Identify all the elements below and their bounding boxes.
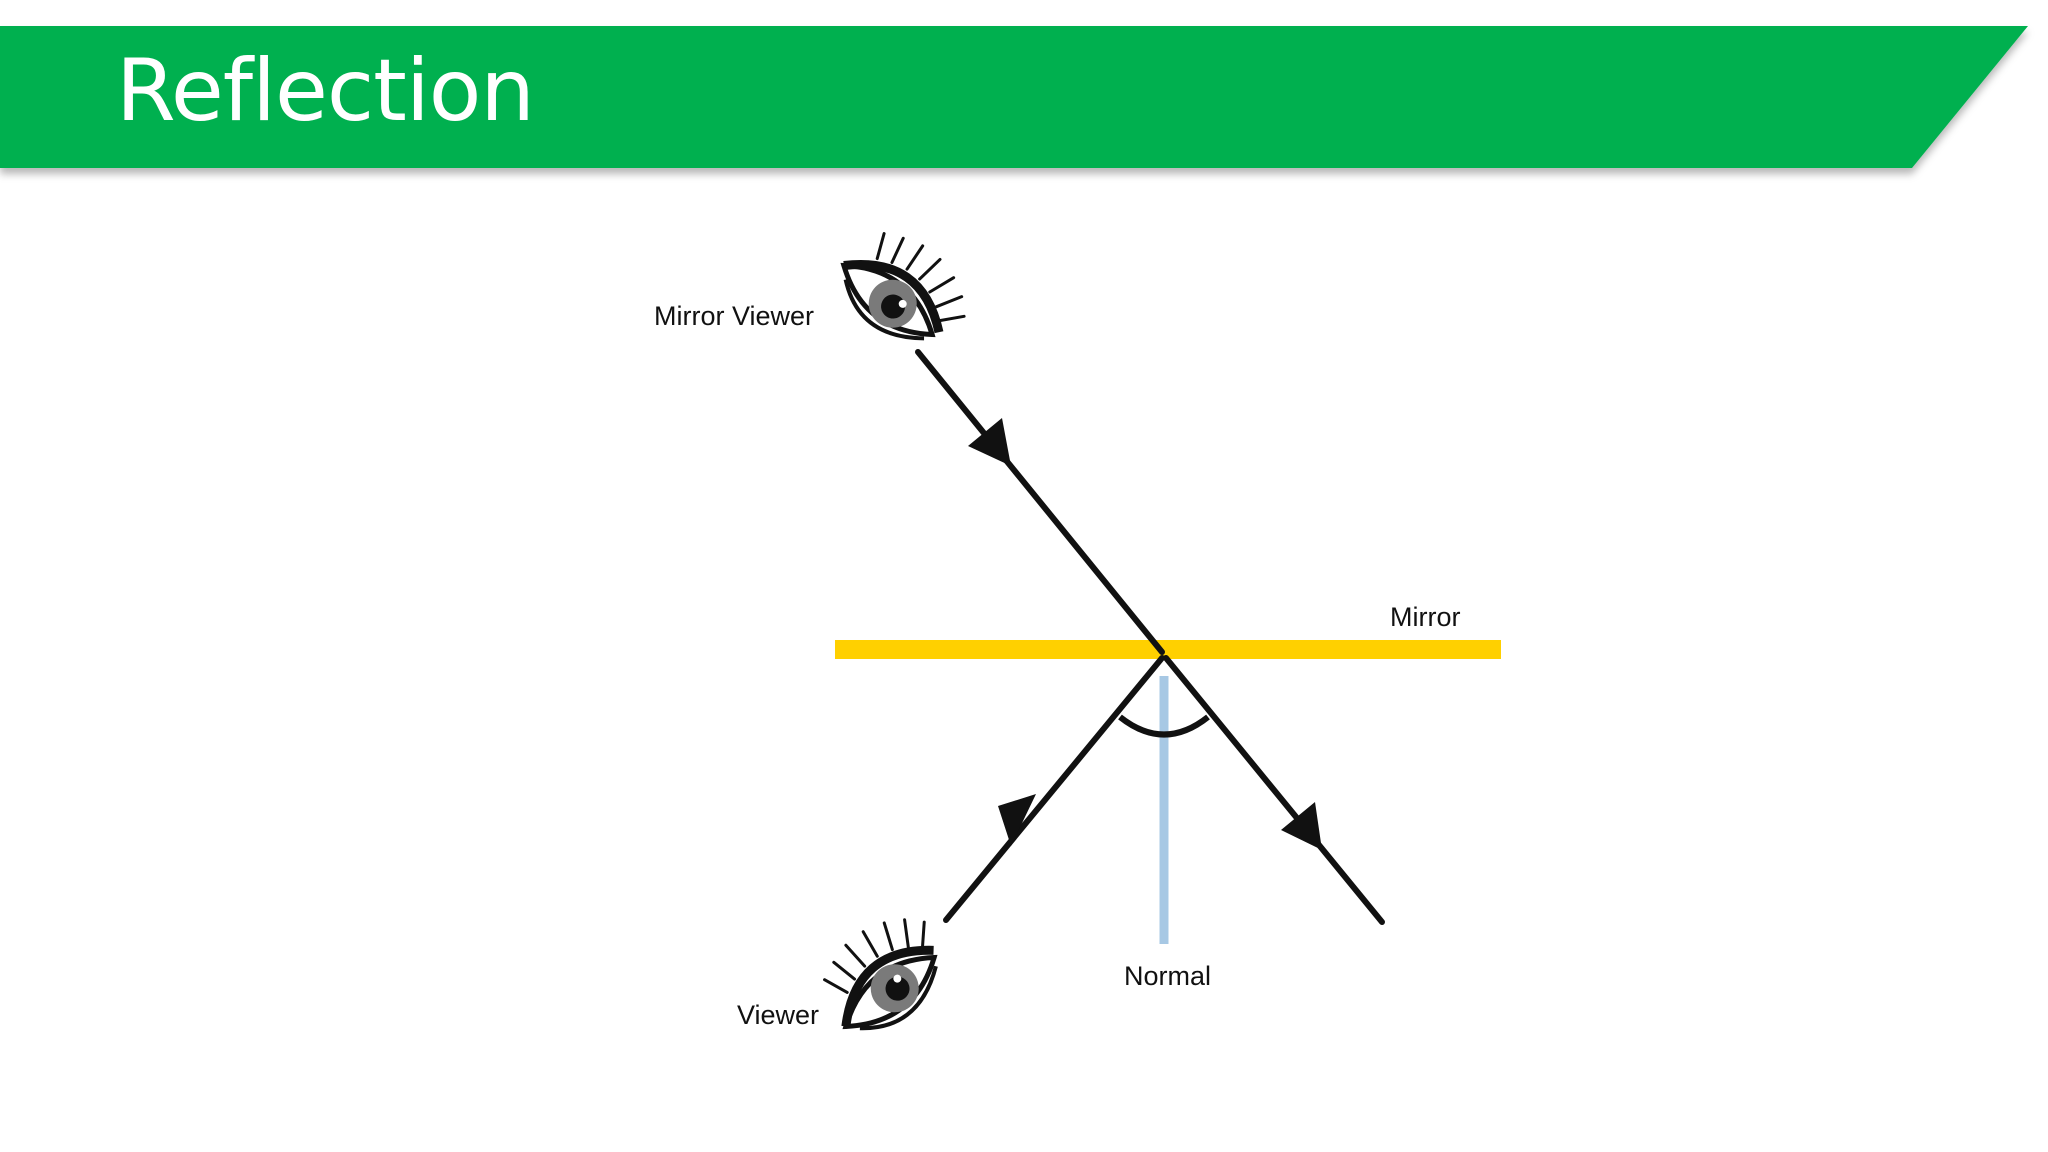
reflected-ray [1163, 655, 1385, 925]
viewer-label: Viewer [737, 1000, 819, 1030]
eye-icon [823, 918, 938, 1031]
arrowhead-left [998, 794, 1036, 846]
title-banner [0, 26, 2028, 168]
eye-icon [840, 232, 966, 341]
angle-arc [1118, 714, 1210, 738]
slide-title: Reflection [116, 41, 535, 141]
mirror-viewer-label: Mirror Viewer [654, 301, 814, 331]
incident-ray-top [915, 349, 1165, 655]
mirror-label: Mirror [1390, 602, 1460, 632]
incident-ray-bottom [943, 655, 1165, 923]
normal-label: Normal [1124, 961, 1211, 991]
title-banner-shape [0, 26, 2028, 168]
mirror-line [835, 640, 1501, 659]
arrowhead-top [968, 418, 1011, 466]
arrowhead-right [1281, 802, 1322, 850]
